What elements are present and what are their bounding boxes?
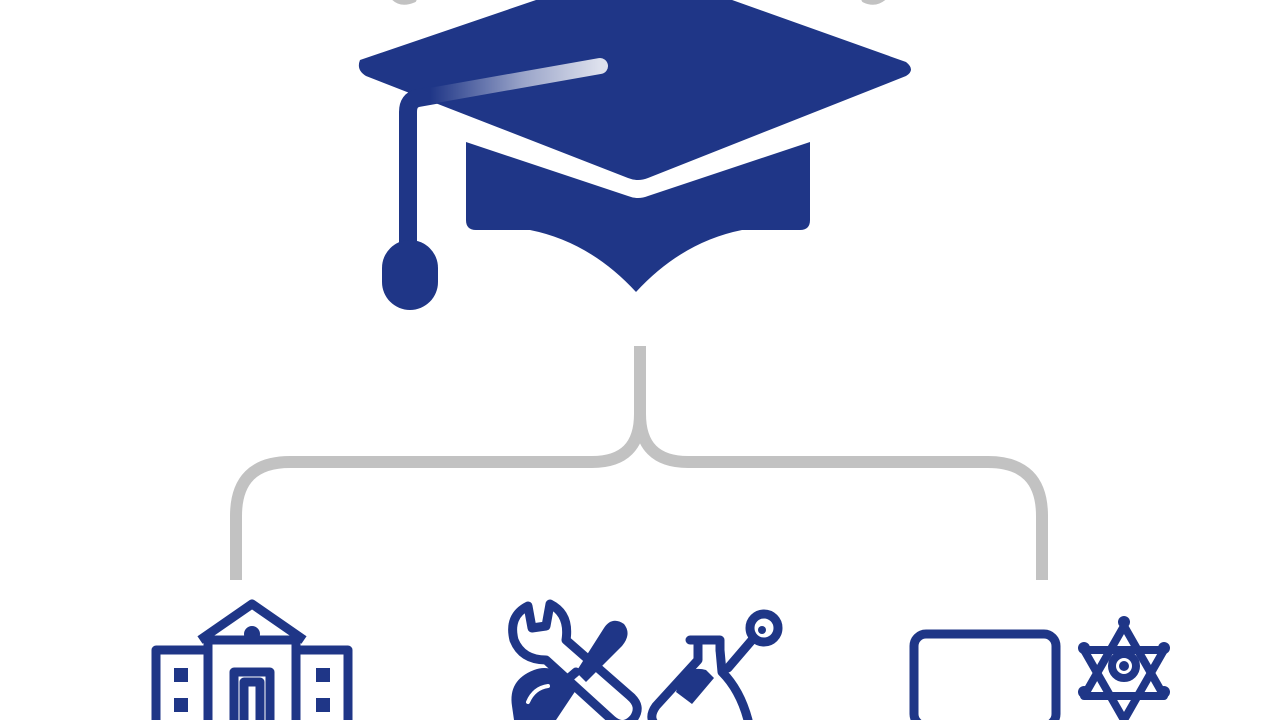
- test-tube-icon: [647, 609, 783, 720]
- graduation-cap-icon: [358, 0, 911, 310]
- wrench-icon: [508, 599, 642, 720]
- screen-icon: [909, 629, 1061, 720]
- brace-connector: [230, 346, 1048, 580]
- school-building-icon: [151, 599, 353, 720]
- star-of-david-icon: [1078, 616, 1170, 720]
- screen-and-star-of-david-icon: [909, 616, 1170, 720]
- hammer-icon: [511, 668, 576, 720]
- tools-and-lab-icon: [508, 599, 783, 720]
- top-edge-marks: [392, 0, 886, 5]
